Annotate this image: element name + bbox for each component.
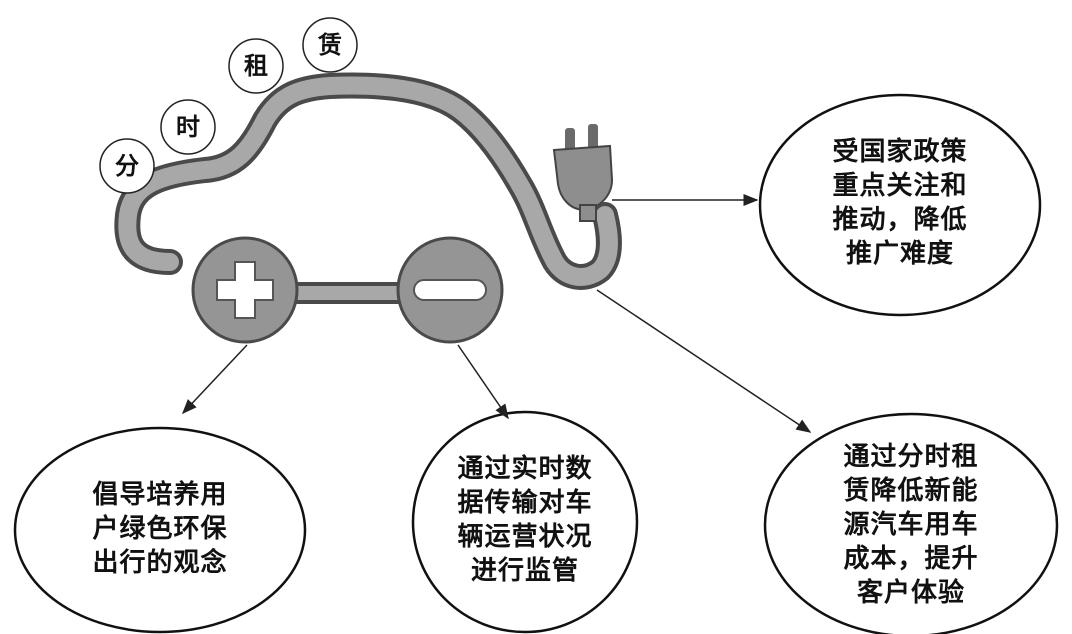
plus-wheel-icon <box>191 236 299 344</box>
node-cost-line: 赁降低新能 <box>843 476 979 506</box>
arrow-to-cost <box>596 289 812 433</box>
node-monitor-line: 通过实时数 <box>457 454 593 484</box>
node-cost-line: 源汽车用车 <box>843 510 979 540</box>
node-green-line: 倡导培养用 <box>92 480 228 510</box>
node-policy-text: 受国家政策 重点关注和 推动，降低 推广难度 <box>800 135 1000 271</box>
node-policy-line: 推动，降低 <box>832 205 968 235</box>
title-char-zu: 租 <box>244 52 268 80</box>
node-cost-text: 通过分时租 赁降低新能 源汽车用车 成本，提升 客户体验 <box>811 440 1011 610</box>
node-policy-line: 推广难度 <box>845 239 954 269</box>
ellipse-monitor <box>411 410 639 634</box>
arrow-to-green <box>181 344 248 415</box>
node-cost-line: 客户体验 <box>856 578 965 608</box>
ellipse-green <box>13 426 307 634</box>
ellipse-cost <box>763 412 1059 634</box>
title-circle-2 <box>160 99 216 155</box>
node-monitor-line: 辆运营状况 <box>457 522 593 552</box>
node-cost-line: 通过分时租 <box>843 442 979 472</box>
title-circle-1 <box>99 138 155 194</box>
arrow-to-monitor <box>457 344 509 420</box>
node-policy-line: 重点关注和 <box>832 171 968 201</box>
minus-wheel-icon <box>396 236 504 344</box>
node-green-text: 倡导培养用 户绿色环保 出行的观念 <box>60 478 260 580</box>
title-char-shi: 时 <box>176 113 200 141</box>
plug-icon <box>552 124 614 222</box>
node-monitor-line: 据传输对车 <box>457 488 593 518</box>
title-char-fen: 分 <box>115 152 139 180</box>
node-green-line: 出行的观念 <box>92 548 228 578</box>
node-cost-line: 成本，提升 <box>843 544 979 574</box>
node-monitor-text: 通过实时数 据传输对车 辆运营状况 进行监管 <box>425 452 625 588</box>
title-circle-4 <box>302 17 358 73</box>
ellipse-policy <box>758 93 1042 317</box>
node-monitor-line: 进行监管 <box>470 556 579 586</box>
node-green-line: 户绿色环保 <box>92 514 228 544</box>
node-policy-line: 受国家政策 <box>832 137 968 167</box>
title-circle-3 <box>228 38 284 94</box>
title-char-lin: 赁 <box>318 31 342 59</box>
